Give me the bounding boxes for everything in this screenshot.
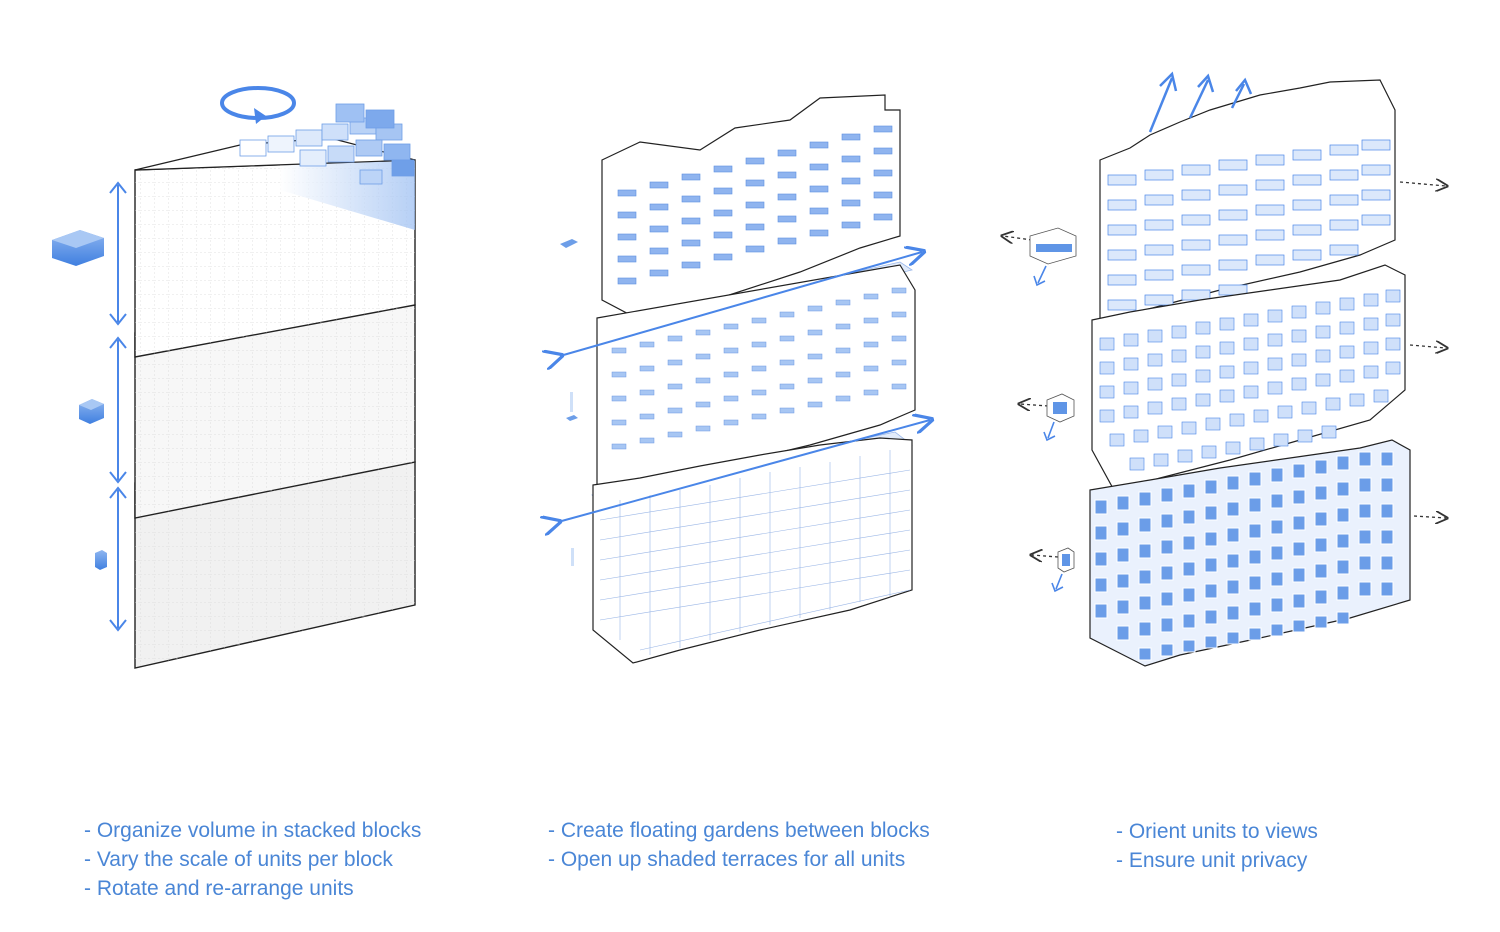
- caption-line: - Rotate and re-arrange units: [84, 877, 354, 900]
- panel-stacked-blocks: [52, 86, 416, 669]
- view-arrow-icon: [1003, 182, 1446, 557]
- unit-cube-icon: [1029, 227, 1077, 573]
- view-arrow-icon: [558, 252, 930, 522]
- caption-line: - Organize volume in stacked blocks: [84, 819, 422, 842]
- middle-block: [134, 304, 416, 519]
- caption-line: - Orient units to views: [1116, 820, 1318, 843]
- unit-cube-icon: [560, 239, 578, 566]
- caption-line: - Ensure unit privacy: [1116, 849, 1308, 872]
- bottom-oriented-units: [1094, 451, 1394, 661]
- middle-oriented-units: [1099, 289, 1401, 471]
- orientation-arrow-icon: [1148, 71, 1253, 133]
- dimension-arrow-icon: [109, 181, 127, 632]
- top-block: [134, 103, 416, 358]
- panel-floating-gardens: [558, 94, 930, 664]
- caption-stacked-blocks: - Organize volume in stacked blocks - Va…: [84, 816, 421, 903]
- rotated-units: [239, 103, 415, 185]
- orientation-arrow-icon: [1033, 265, 1064, 593]
- caption-line: - Vary the scale of units per block: [84, 848, 393, 871]
- panel-oriented-units: [1003, 71, 1446, 667]
- top-oriented-units: [1107, 139, 1391, 311]
- caption-oriented-units: - Orient units to views - Ensure unit pr…: [1116, 817, 1318, 875]
- unit-cube-icon: [52, 230, 107, 570]
- caption-floating-gardens: - Create floating gardens between blocks…: [548, 816, 930, 874]
- rotate-arrow-icon: [220, 86, 296, 124]
- caption-line: - Create floating gardens between blocks: [548, 819, 930, 842]
- caption-line: - Open up shaded terraces for all units: [548, 848, 906, 871]
